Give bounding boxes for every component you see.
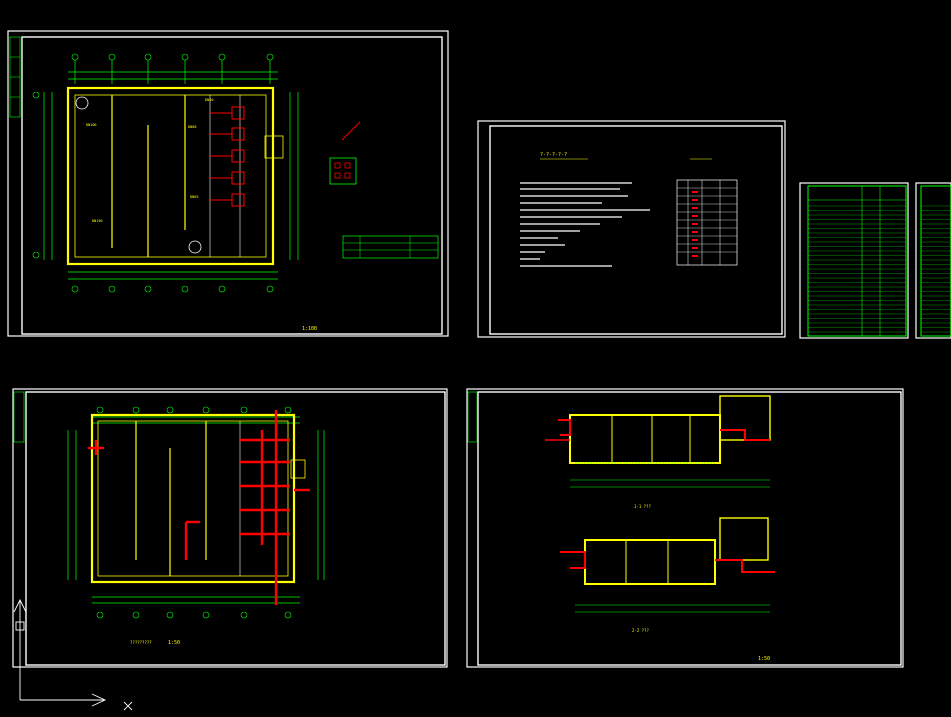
sheet-1-pipe-rack xyxy=(210,106,245,207)
sheet-3b-outer-frame xyxy=(915,182,951,339)
sheet-1-tank-walls xyxy=(66,86,275,266)
sheet-2-inner-frame xyxy=(489,125,783,335)
ucs-axis-icon xyxy=(13,598,133,711)
svg-text:DN80: DN80 xyxy=(188,125,196,129)
sheet-1-grid-ticks-top xyxy=(74,60,271,84)
sheet-4-pipework xyxy=(88,410,310,605)
svg-text:DN65: DN65 xyxy=(190,195,198,199)
sheet-3-table-rows xyxy=(808,205,906,333)
sheet-1-annotation: DN100 xyxy=(86,123,97,127)
sheet-3-outer-frame xyxy=(799,182,909,339)
svg-text:2-2 ???: 2-2 ??? xyxy=(632,628,649,633)
sheet-2-outer-frame xyxy=(477,120,786,338)
sheet-4-tank-walls xyxy=(90,413,296,584)
sheet-4-title: ????????? xyxy=(130,640,152,645)
svg-text:1-1 ???: 1-1 ??? xyxy=(634,504,651,509)
sheet-1-detail-callout xyxy=(329,121,361,185)
sheet-sections[interactable]: 1-1 ??? 2-2 ??? 1:50 xyxy=(466,388,904,668)
section-1-1: 1-1 ??? xyxy=(545,395,771,509)
sheet-1-title-block xyxy=(342,235,439,259)
sheet-design-notes[interactable]: ?-?-?-?-? xyxy=(477,120,786,338)
svg-text:DN150: DN150 xyxy=(92,219,103,223)
sheet-1-inner-frame xyxy=(21,36,443,335)
sheet-2-heading: ?-?-?-?-? xyxy=(540,152,567,158)
sheet-material-table[interactable] xyxy=(799,182,951,339)
sheet-pipe-plan[interactable]: ????????? 1:50 xyxy=(12,388,448,668)
sheet-3-table-frame xyxy=(807,185,907,337)
sheet-4-scale: 1:50 xyxy=(168,640,180,646)
sheet-2-note-lines xyxy=(520,182,650,267)
sheet-1-outer-frame xyxy=(7,30,449,337)
sheet-4-outer-frame xyxy=(12,388,448,668)
sheet-2-legend-table xyxy=(676,179,738,266)
sheet-5-outer-frame xyxy=(466,388,904,668)
sheet-5-inner-frame xyxy=(477,391,902,666)
sheet-1-label: 1:100 xyxy=(302,326,317,332)
section-2-2: 2-2 ??? xyxy=(560,517,775,633)
sheet-4-inner-frame xyxy=(25,391,446,666)
svg-text:DN50: DN50 xyxy=(205,98,213,102)
sheet-top-left[interactable]: DN100 DN150 DN80 DN65 DN50 1:100 xyxy=(7,30,449,337)
sheet-5-label: 1:50 xyxy=(758,656,770,662)
sheet-4-grid-bubbles xyxy=(96,406,292,619)
